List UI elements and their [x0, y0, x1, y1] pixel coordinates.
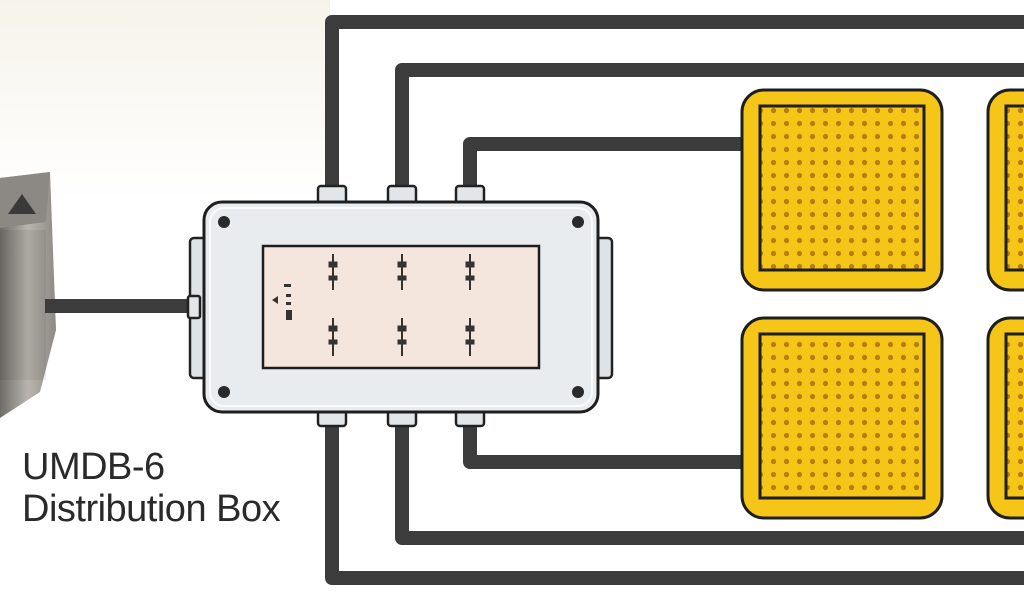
- cable-top-middle: [395, 63, 1024, 195]
- terminal-blocks: [272, 254, 475, 356]
- device-description-label: Distribution Box: [22, 488, 281, 530]
- cable-bottom-outer: [325, 415, 1024, 585]
- cable-top-outer: [325, 15, 1024, 195]
- heat-pad-bottom-left: [740, 316, 944, 520]
- remote-unit-icon: [0, 172, 56, 418]
- distribution-box: [186, 184, 614, 428]
- heat-pad-top-left: [740, 88, 944, 292]
- device-model-label: UMDB-6: [22, 446, 165, 488]
- heat-pad-array: [740, 88, 1024, 520]
- cables: [45, 15, 1024, 585]
- screw-icon: [218, 216, 584, 398]
- cable-bottom-middle: [395, 415, 1024, 545]
- heat-pad-bottom-right: [986, 316, 1024, 520]
- cable-top-inner: [463, 137, 751, 195]
- background-glow: [0, 0, 330, 200]
- heat-pad-top-right: [986, 88, 1024, 292]
- cable-bottom-inner: [463, 415, 751, 469]
- cable-gland-icon: [186, 184, 486, 428]
